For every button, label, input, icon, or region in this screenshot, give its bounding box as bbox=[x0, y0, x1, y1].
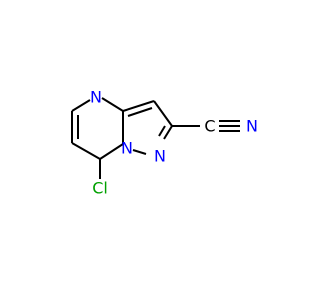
atom-n-nitrile: N bbox=[246, 117, 258, 136]
atom-c-nitrile: C bbox=[204, 117, 215, 136]
atom-n4: N bbox=[90, 88, 102, 107]
bond-c3a-c3 bbox=[122, 100, 155, 112]
bond-n1-n8 bbox=[132, 149, 147, 155]
bond-c3-c2 bbox=[153, 100, 173, 127]
bond-c2-n1 bbox=[163, 125, 173, 140]
bond-c5-n4 bbox=[71, 99, 91, 112]
bond-c7-c6 bbox=[71, 142, 101, 160]
bond-n4-c3a bbox=[101, 97, 124, 112]
atom-cl: Cl bbox=[92, 179, 108, 198]
bond-c2-n1-inner bbox=[158, 125, 166, 137]
bond-n8-c7 bbox=[99, 143, 124, 160]
molecule-structure: N N N C N Cl bbox=[71, 88, 258, 198]
atom-n8: N bbox=[121, 139, 133, 158]
atom-n1: N bbox=[154, 147, 166, 166]
bond-c3a-c3-inner bbox=[127, 107, 153, 117]
